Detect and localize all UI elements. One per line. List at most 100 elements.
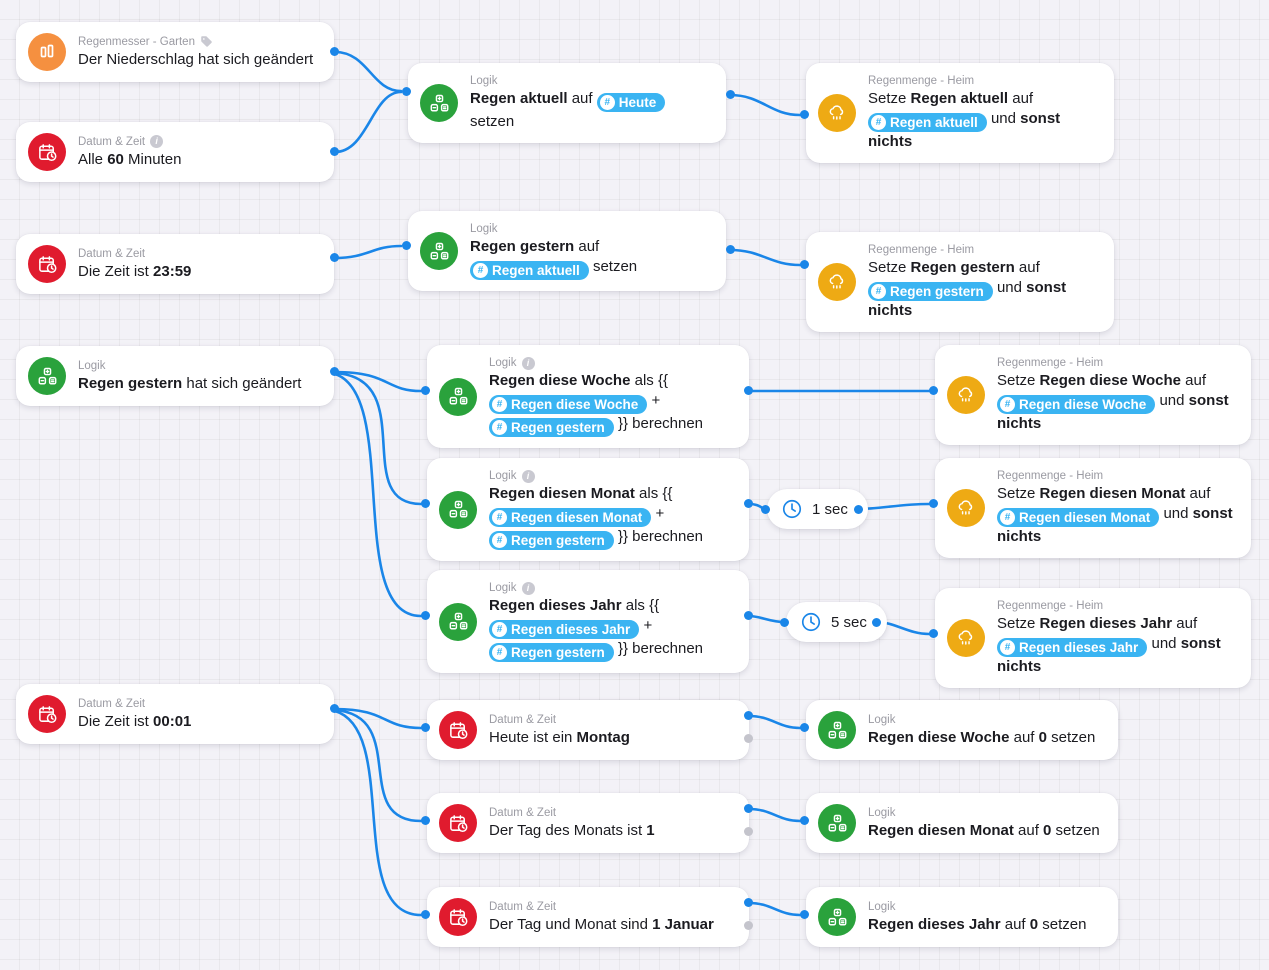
input-port[interactable] [421,816,430,825]
variable-chip[interactable]: #Regen gestern [489,531,614,550]
node-trigger-time-2359[interactable]: Datum & Zeit Die Zeit ist 23:59 [16,234,334,294]
node-kind-text: Regenmenge - Heim [997,470,1104,482]
variable-chip[interactable]: #Regen gestern [489,418,614,437]
variable-chip[interactable]: #Regen diese Woche [997,395,1156,414]
node-cond-heute-montag[interactable]: Datum & Zeit Heute ist ein Montag [427,700,749,760]
node-reset-regen-dieses-jahr[interactable]: Logik Regen dieses Jahr auf 0 setzen [806,887,1118,947]
output-port[interactable] [330,367,339,376]
input-port[interactable] [800,910,809,919]
variable-chip[interactable]: #Regen gestern [489,643,614,662]
node-kind-text: Logik [470,75,498,87]
output-port[interactable] [854,505,863,514]
info-icon[interactable]: i [521,356,535,370]
info-icon[interactable]: i [521,581,535,595]
output-port[interactable] [744,499,753,508]
logic-blocks-icon [439,602,477,641]
input-port[interactable] [800,260,809,269]
node-set-regen-aktuell-heute[interactable]: Logik Regen aktuell auf #Heute setzen [408,63,726,143]
node-text: Regen diese Woche auf 0 setzen [868,728,1096,746]
hash-icon: # [473,263,488,278]
node-trigger-precipitation[interactable]: Regenmesser - Garten Der Niederschlag ha… [16,22,334,82]
node-kind-label: Logik [470,74,712,88]
input-port[interactable] [402,87,411,96]
output-port-false[interactable] [744,734,753,743]
node-kind-text: Logik [489,582,517,594]
input-port[interactable] [780,618,789,627]
node-calc-regen-dieses-jahr[interactable]: Logik i Regen dieses Jahr als {{ #Regen … [427,570,749,673]
node-store-regen-gestern[interactable]: Regenmenge - Heim Setze Regen gestern au… [806,232,1114,332]
output-port[interactable] [726,245,735,254]
variable-chip[interactable]: #Regen dieses Jahr [997,638,1148,657]
output-port[interactable] [330,253,339,262]
hash-icon: # [599,95,615,110]
variable-chip[interactable]: #Regen dieses Jahr [489,620,640,639]
node-kind-text: Datum & Zeit [489,900,557,913]
logic-blocks-icon [818,898,856,936]
node-store-regen-diesen-monat[interactable]: Regenmenge - Heim Setze Regen diesen Mon… [935,458,1251,558]
input-port[interactable] [421,723,430,732]
input-port[interactable] [421,499,430,508]
node-calc-regen-diesen-monat[interactable]: Logik i Regen diesen Monat als {{ #Regen… [427,458,749,561]
node-set-regen-gestern[interactable]: Logik Regen gestern auf #Regen aktuell s… [408,211,726,291]
variable-chip[interactable]: #Regen diese Woche [489,395,648,414]
node-reset-regen-diese-woche[interactable]: Logik Regen diese Woche auf 0 setzen [806,700,1118,760]
node-cond-tag-und-monat-1-januar[interactable]: Datum & Zeit Der Tag und Monat sind 1 Ja… [427,887,749,947]
calendar-clock-icon [439,804,477,842]
node-store-regen-aktuell[interactable]: Regenmenge - Heim Setze Regen aktuell au… [806,63,1114,163]
node-store-regen-diese-woche[interactable]: Regenmenge - Heim Setze Regen diese Woch… [935,345,1251,445]
info-icon[interactable]: i [521,469,535,483]
input-port[interactable] [929,629,938,638]
node-trigger-every-60-min[interactable]: Datum & Zeit i Alle 60 Minuten [16,122,334,182]
input-port[interactable] [761,505,770,514]
node-kind-text: Logik [470,223,498,235]
node-kind-text: Datum & Zeit [78,697,146,710]
node-reset-regen-diesen-monat[interactable]: Logik Regen diesen Monat auf 0 setzen [806,793,1118,853]
info-icon[interactable]: i [150,135,164,148]
variable-chip[interactable]: #Regen aktuell [470,261,589,280]
node-store-regen-dieses-jahr[interactable]: Regenmenge - Heim Setze Regen dieses Jah… [935,588,1251,688]
input-port[interactable] [402,241,411,250]
variable-chip[interactable]: #Regen aktuell [868,113,987,132]
calendar-clock-icon [439,711,477,749]
output-port-false[interactable] [744,921,753,930]
output-port-true[interactable] [744,711,753,720]
node-trigger-time-0001[interactable]: Datum & Zeit Die Zeit ist 00:01 [16,684,334,744]
output-port[interactable] [330,47,339,56]
node-text: Setze Regen aktuell auf #Regen aktuell u… [868,90,1061,150]
output-port[interactable] [872,618,881,627]
hash-icon: # [1000,640,1015,655]
node-kind-label: Datum & Zeit [489,806,735,820]
input-port[interactable] [800,723,809,732]
output-port[interactable] [744,611,753,620]
input-port[interactable] [929,499,938,508]
input-port[interactable] [421,910,430,919]
input-port[interactable] [800,110,809,119]
input-port[interactable] [421,611,430,620]
variable-chip[interactable]: #Regen gestern [868,282,993,301]
node-calc-regen-diese-woche[interactable]: Logik i Regen diese Woche als {{ #Regen … [427,345,749,448]
node-kind-text: Regenmenge - Heim [868,244,975,256]
delay-5-sec[interactable]: 5 sec [786,602,887,642]
input-port[interactable] [800,816,809,825]
input-port[interactable] [421,386,430,395]
output-port[interactable] [726,90,735,99]
node-cond-tag-des-monats-1[interactable]: Datum & Zeit Der Tag des Monats ist 1 [427,793,749,853]
delay-1-sec[interactable]: 1 sec [767,489,868,529]
output-port[interactable] [330,147,339,156]
variable-chip[interactable]: #Regen diesen Monat [997,508,1160,527]
node-text: Setze Regen diesen Monat auf #Regen dies… [997,485,1233,545]
output-port[interactable] [330,704,339,713]
input-port[interactable] [929,386,938,395]
variable-chip[interactable]: #Regen diesen Monat [489,508,652,527]
output-port[interactable] [744,386,753,395]
node-kind-label: Logik [78,359,320,373]
node-kind-label: Datum & Zeit [489,713,735,727]
node-kind-label: Logik [470,222,712,236]
output-port-true[interactable] [744,804,753,813]
node-trigger-regen-gestern-changed[interactable]: Logik Regen gestern hat sich geändert [16,346,334,406]
output-port-false[interactable] [744,827,753,836]
variable-chip[interactable]: #Heute [596,93,666,112]
node-text: Regen diesen Monat als {{ #Regen diesen … [489,485,704,550]
output-port-true[interactable] [744,898,753,907]
